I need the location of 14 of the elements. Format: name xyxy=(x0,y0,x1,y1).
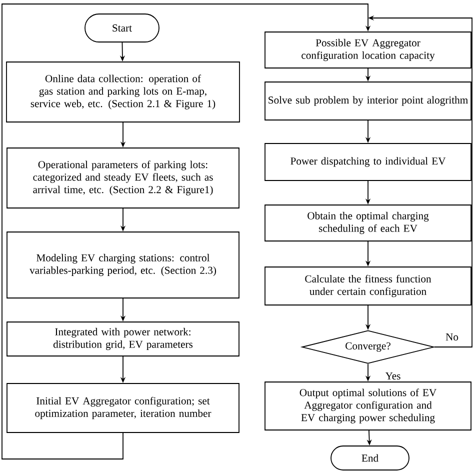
process-box: Power dispatching to individual EV xyxy=(264,143,472,181)
process-box: Integrated with power network: distribution grid, EV parameters xyxy=(6,322,240,356)
edge-label: No xyxy=(444,332,460,342)
process-box: Solve sub problem by interior point alogrithm xyxy=(264,82,472,120)
arrow xyxy=(2,4,371,460)
process-box: Output optimal solutions of EV Aggregator configuration and EV charging power scheduling xyxy=(264,382,472,430)
process-box: Possible EV Aggregator configuration location capacity xyxy=(264,32,472,68)
process-box: Calculate the fitness function under certain configuration xyxy=(264,266,472,306)
process-box: Operational parameters of parking lots: categorized and steady EV fleets, such as arrival time, etc. (Section 2.2 & Figure1) xyxy=(6,148,240,208)
process-box: Online data collection: operation of gas station and parking lots on E-map, service web, etc. (Section 2.1 & Figure 1) xyxy=(6,62,240,122)
process-box: Modeling EV charging stations: control variables-parking period, etc. (Section 2.3) xyxy=(6,232,240,298)
process-box: Initial EV Aggregator configuration; set optimization parameter, iteration number xyxy=(6,383,240,433)
process-box: Obtain the optimal charging scheduling of each EV xyxy=(264,204,472,242)
edge-label: Yes xyxy=(384,371,402,381)
